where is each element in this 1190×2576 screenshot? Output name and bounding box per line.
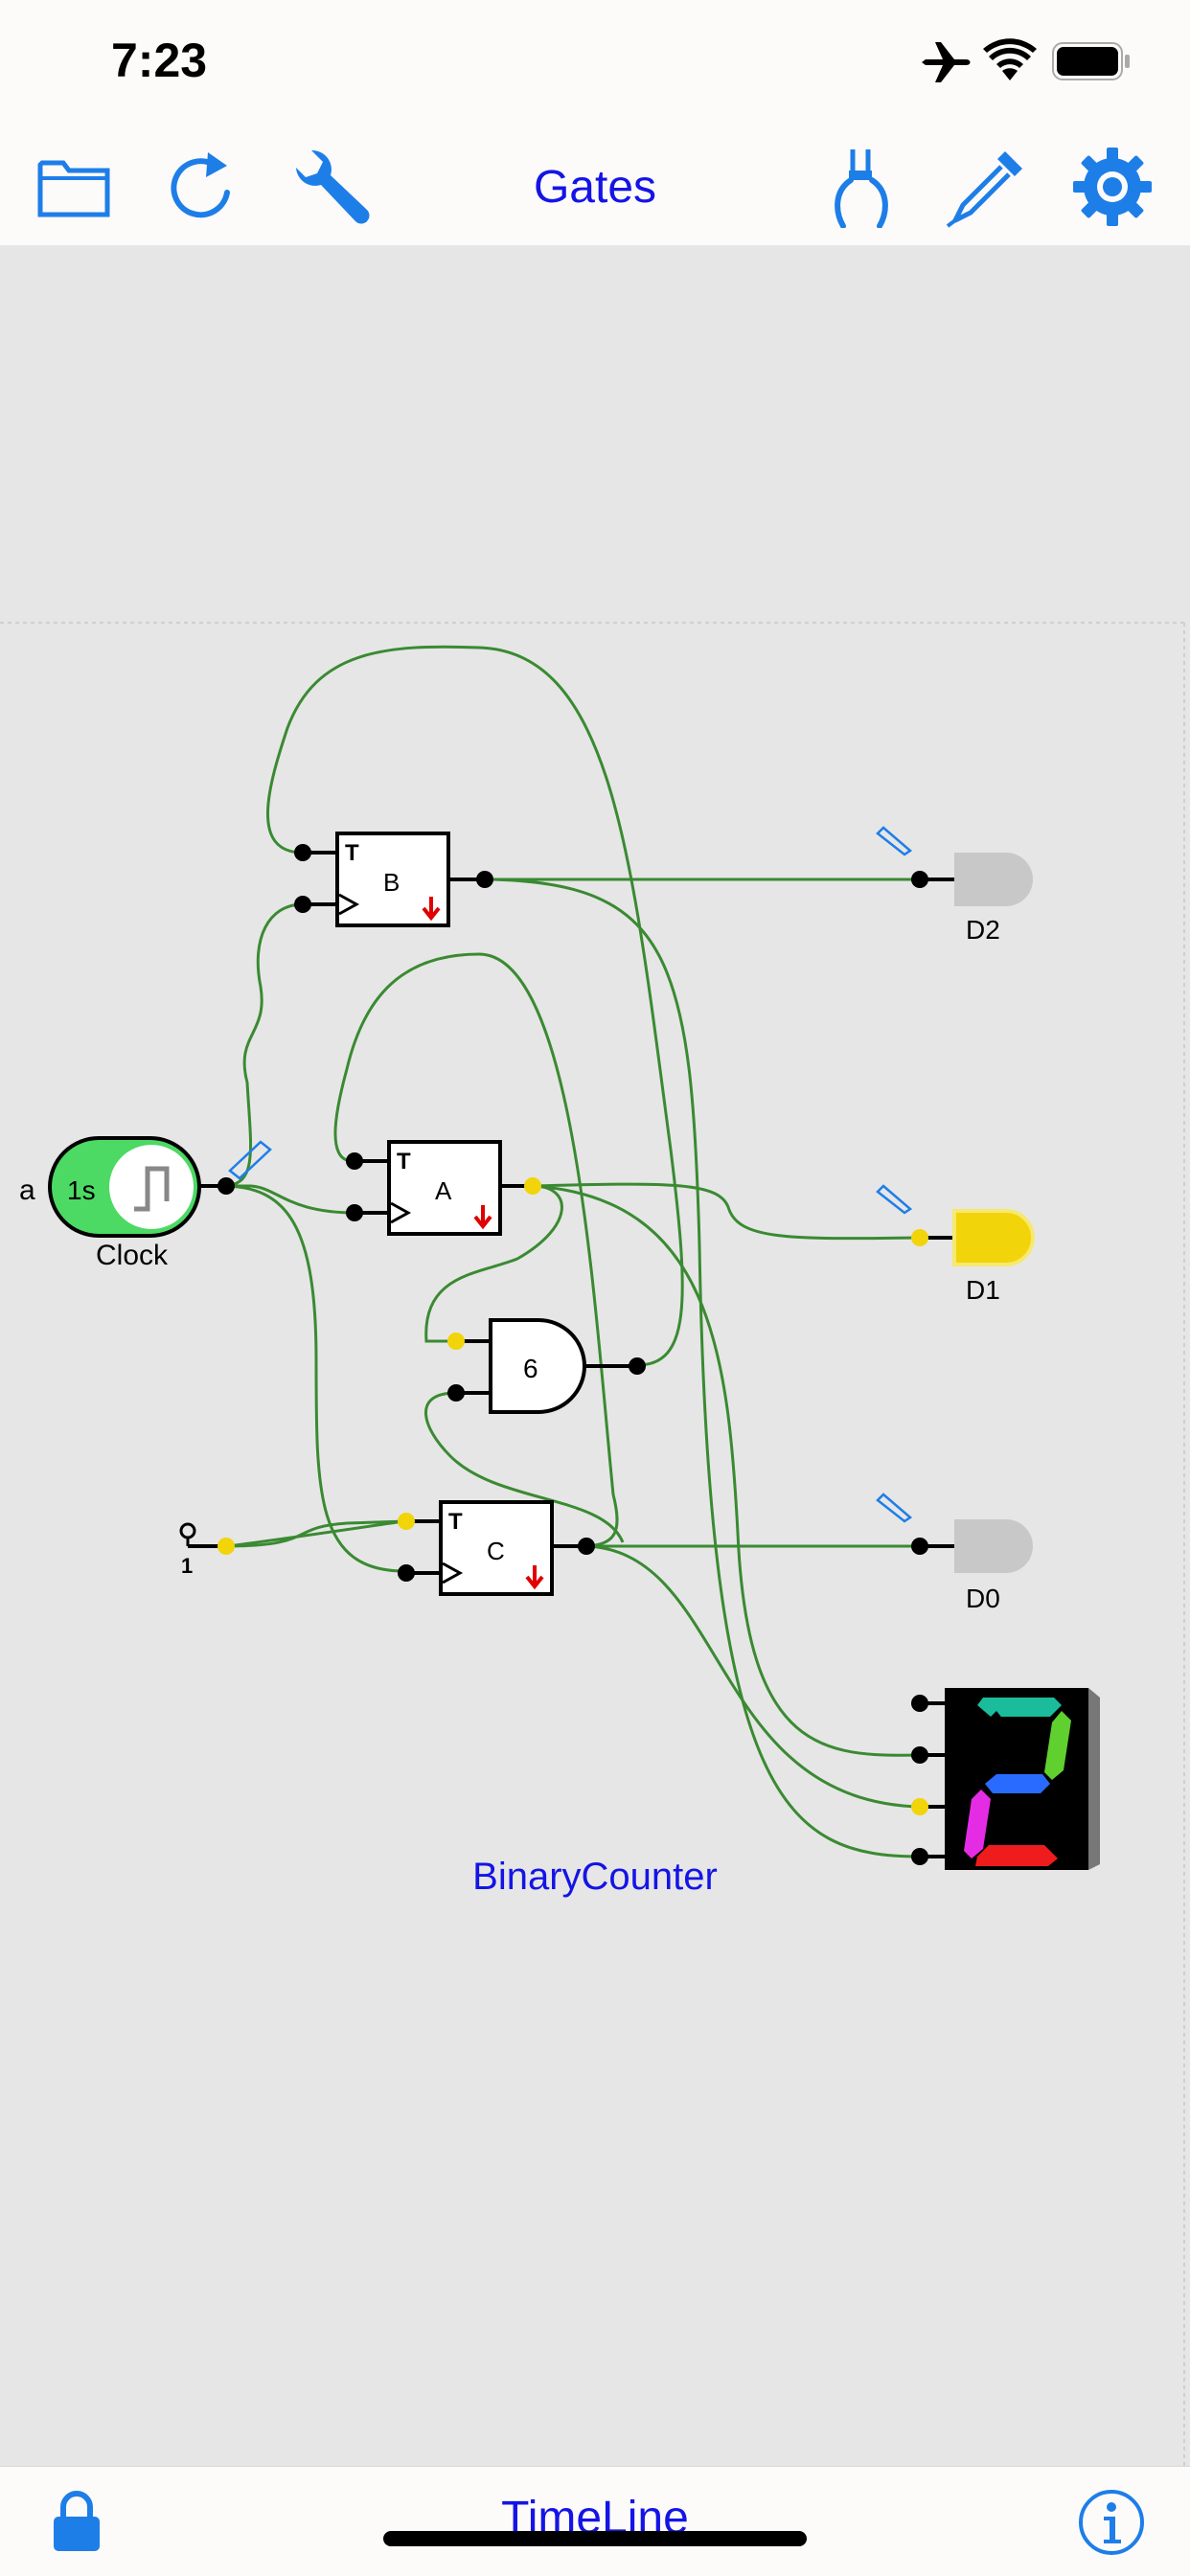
- wire-clock-a: [222, 1184, 357, 1215]
- led-d0-bulb: [954, 1519, 1033, 1573]
- flipflop-a-type: T: [397, 1149, 411, 1174]
- probe-icon: [876, 1184, 913, 1215]
- gate-output[interactable]: [629, 1357, 646, 1375]
- clock-component[interactable]: a 1s Clock: [19, 1136, 272, 1271]
- wire-a-d1: [532, 1182, 921, 1241]
- airplane-icon: [922, 42, 971, 82]
- circuit-canvas[interactable]: a 1s Clock T B: [0, 245, 1190, 2466]
- lock-icon: [54, 2491, 100, 2551]
- wire-c-display: [585, 1544, 921, 1809]
- flipflop-b-type: T: [345, 840, 359, 866]
- wire-clock-b: [221, 902, 304, 1188]
- wire-gate-a: [333, 952, 619, 1548]
- led-d1-bulb: [952, 1209, 1035, 1266]
- flipflop-c-label: C: [487, 1537, 505, 1565]
- wire-b-display: [484, 878, 921, 1858]
- display-segment-a: [977, 1698, 1062, 1717]
- flipflop-b-output[interactable]: [476, 871, 493, 888]
- wire-gate-b: [266, 645, 684, 1367]
- led-d2[interactable]: D2: [876, 826, 1033, 945]
- settings-button[interactable]: [1069, 144, 1156, 230]
- info-icon: [1079, 2490, 1144, 2555]
- wire-gate-c: [424, 1391, 625, 1543]
- wrench-button[interactable]: [287, 144, 374, 230]
- display-segment-b: [1044, 1711, 1071, 1780]
- display-segment-c: [1039, 1790, 1062, 1857]
- display-segment-g: [985, 1774, 1050, 1793]
- led-d2-label: D2: [966, 915, 1000, 945]
- clock-label: Clock: [96, 1240, 169, 1271]
- wire-clock-c: [221, 1184, 405, 1573]
- bottom-bar: TimeLine: [0, 2466, 1190, 2576]
- clock-output-pin[interactable]: [217, 1177, 235, 1195]
- gate-label: 6: [523, 1354, 538, 1383]
- display-segment-e: [964, 1790, 991, 1858]
- clock-knob: [109, 1145, 194, 1229]
- edge-arrow-icon: [473, 1205, 492, 1230]
- flipflop-b-label: B: [383, 868, 400, 897]
- info-button[interactable]: [1077, 2488, 1146, 2557]
- wire-cutter-icon: [835, 149, 888, 228]
- display-segment-d: [975, 1845, 1058, 1866]
- led-d1-label: D1: [966, 1275, 1000, 1305]
- probe-icon: [876, 1493, 913, 1523]
- status-bar: 7:23: [0, 0, 1190, 125]
- led-d0-label: D0: [966, 1584, 1000, 1613]
- edge-arrow-icon: [525, 1565, 544, 1590]
- probe-button[interactable]: [943, 144, 1029, 230]
- wire-cutter-button[interactable]: [818, 144, 904, 230]
- home-indicator: [383, 2531, 807, 2546]
- gear-icon: [1073, 148, 1152, 226]
- constant-value: 1: [181, 1554, 193, 1578]
- flipflop-b[interactable]: T B: [294, 832, 493, 927]
- clock-prefix: a: [19, 1174, 35, 1206]
- and-gate[interactable]: 6: [447, 1318, 646, 1414]
- flipflop-c-output[interactable]: [578, 1538, 595, 1555]
- square-wave-icon: [134, 1166, 170, 1212]
- wire-const-c2: [225, 1519, 405, 1548]
- led-d2-bulb: [954, 853, 1033, 906]
- flipflop-a[interactable]: T A: [346, 1140, 541, 1236]
- wires: [221, 645, 921, 1858]
- status-time: 7:23: [111, 34, 208, 87]
- wifi-icon: [983, 38, 1037, 80]
- clock-probe-icon: [228, 1140, 272, 1180]
- toolbar: Gates: [0, 125, 1190, 246]
- wire-a-display: [532, 1184, 921, 1757]
- constant-one[interactable]: 1: [179, 1522, 235, 1578]
- circuit-name: BinaryCounter: [472, 1856, 718, 1898]
- display-segment-f: [979, 1711, 1004, 1780]
- clock-period: 1s: [67, 1175, 96, 1205]
- led-d0[interactable]: D0: [876, 1493, 1033, 1613]
- led-d1[interactable]: D1: [876, 1184, 1035, 1305]
- probe-icon: [876, 826, 913, 856]
- wrench-icon: [296, 149, 370, 224]
- flipflop-a-output[interactable]: [524, 1177, 541, 1195]
- flipflop-a-label: A: [435, 1176, 452, 1205]
- flipflop-c[interactable]: T C: [398, 1500, 595, 1596]
- toolbar-title: Gates: [533, 162, 657, 213]
- wire-a-gate: [424, 1184, 563, 1343]
- folder-icon: [37, 160, 110, 217]
- flipflop-c-type: T: [448, 1509, 463, 1535]
- refresh-button[interactable]: [159, 144, 245, 230]
- battery-icon: [1052, 42, 1130, 80]
- folder-button[interactable]: [31, 144, 117, 230]
- edge-arrow-icon: [422, 897, 441, 922]
- lock-button[interactable]: [48, 2488, 105, 2555]
- probe-icon: [946, 151, 1022, 228]
- refresh-icon: [171, 152, 230, 218]
- seven-segment-display[interactable]: [911, 1688, 1100, 1870]
